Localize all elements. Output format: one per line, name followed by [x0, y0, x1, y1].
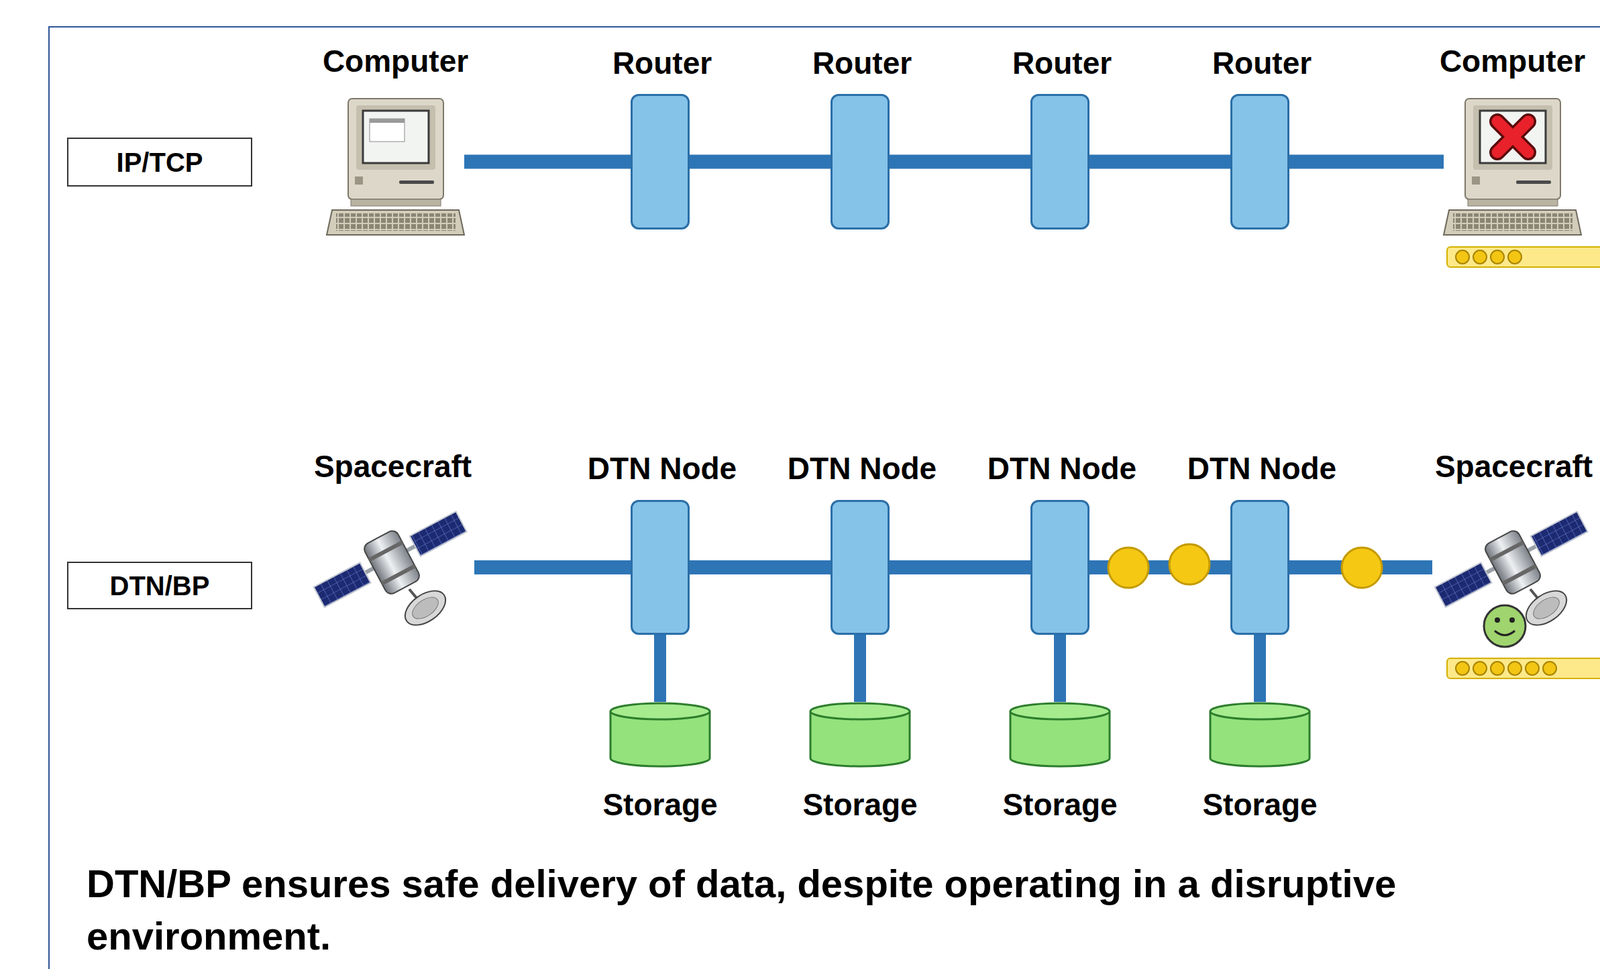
protocol-label-box: IP/TCP — [67, 137, 253, 187]
link-line — [889, 560, 1031, 575]
received-data-bar — [1447, 658, 1600, 679]
endpoint-node: Computer — [1443, 97, 1582, 237]
node-heading: Spacecraft — [1434, 448, 1593, 485]
node-heading: Storage — [1002, 786, 1117, 823]
node-heading: Storage — [802, 786, 918, 823]
relay-node: Router — [630, 93, 690, 230]
link-line — [689, 560, 831, 575]
storage-cylinder: Storage — [1208, 701, 1311, 768]
node-heading: Storage — [1202, 786, 1317, 823]
node-heading: DTN Node — [787, 450, 937, 487]
link-line — [654, 634, 667, 702]
relay-node: DTN Node — [1030, 499, 1090, 635]
node-heading: Router — [1212, 45, 1312, 82]
relay-node: Router — [1030, 93, 1090, 230]
link-line — [464, 154, 631, 170]
protocol-label: IP/TCP — [116, 147, 204, 178]
frame-border — [48, 26, 1600, 969]
storage-cylinder: Storage — [1008, 701, 1111, 768]
link-line — [474, 560, 631, 575]
caption: DTN/BP ensures safe delivery of data, de… — [86, 857, 1583, 963]
protocol-label-box: DTN/BP — [67, 561, 253, 610]
node-heading: DTN Node — [587, 450, 737, 487]
smiley-face — [1483, 605, 1526, 647]
storage-outline — [1008, 701, 1111, 768]
node-heading: Computer — [322, 43, 469, 80]
computer-icon — [1443, 98, 1582, 235]
storage-top — [1210, 703, 1310, 720]
link-line — [1253, 634, 1266, 702]
relay-node: DTN Node — [1230, 499, 1290, 635]
node-heading: Storage — [602, 786, 718, 823]
node-heading: DTN Node — [987, 450, 1137, 487]
relay-node: Router — [830, 93, 890, 230]
node-heading: Router — [612, 45, 712, 82]
spacecraft-icon — [307, 499, 476, 632]
storage-outline — [1208, 701, 1311, 768]
storage-cylinder: Storage — [809, 701, 912, 768]
failure-cross — [1497, 121, 1529, 153]
node-heading: Spacecraft — [313, 448, 472, 485]
link-line — [854, 634, 867, 702]
link-line — [889, 154, 1031, 170]
relay-node: Router — [1230, 93, 1290, 230]
link-line — [1053, 634, 1066, 702]
protocol-label: DTN/BP — [110, 570, 210, 601]
relay-node: DTN Node — [630, 499, 690, 635]
storage-top — [1010, 703, 1110, 720]
relay-node: DTN Node — [830, 499, 890, 635]
link-line — [1089, 154, 1231, 170]
endpoint-node: Spacecraft — [311, 495, 475, 633]
node-heading: DTN Node — [1187, 450, 1337, 487]
endpoint-node: Spacecraft — [1432, 495, 1596, 633]
storage-top — [610, 703, 710, 720]
received-data-bar — [1447, 246, 1600, 268]
storage-top — [810, 703, 910, 720]
storage-outline — [609, 701, 712, 768]
node-heading: Router — [812, 45, 912, 82]
computer-icon — [326, 98, 465, 235]
link-line — [689, 154, 831, 170]
storage-outline — [809, 701, 912, 768]
endpoint-node: Computer — [326, 97, 465, 237]
storage-cylinder: Storage — [609, 701, 712, 768]
node-heading: Router — [1012, 45, 1112, 82]
link-line — [1289, 154, 1444, 170]
node-heading: Computer — [1439, 43, 1586, 80]
